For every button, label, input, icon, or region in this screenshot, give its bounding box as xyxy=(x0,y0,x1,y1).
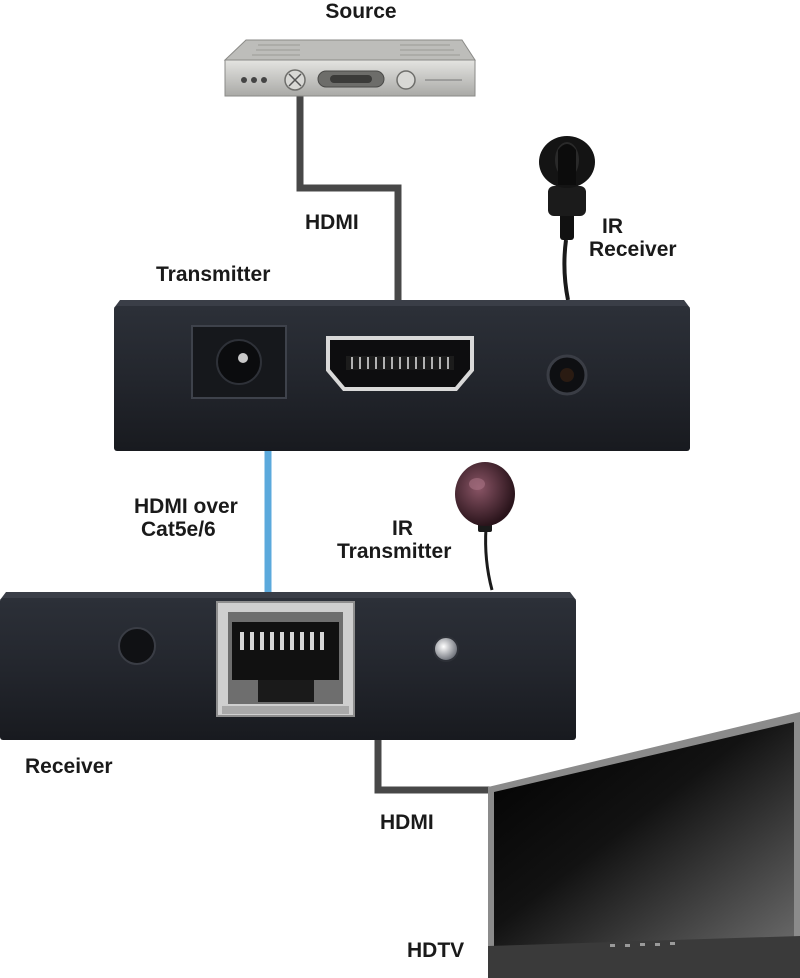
ir-transmitter-label-line2: Transmitter xyxy=(337,540,452,563)
transmitter-device xyxy=(114,300,690,451)
source-label: Source xyxy=(325,0,397,23)
source-device xyxy=(223,39,476,97)
receiver-button xyxy=(118,627,156,665)
hdmi-cable-tv xyxy=(374,740,498,794)
ir-transmitter-bulb xyxy=(455,462,515,532)
hdmi-cable-source xyxy=(296,95,402,300)
receiver-label: Receiver xyxy=(25,755,113,778)
hdmi-source-label: HDMI xyxy=(305,211,359,234)
ir-receiver-cable xyxy=(562,239,570,301)
ir-receiver-label-line2: Receiver xyxy=(589,238,677,261)
hdmi-over-label-line1: HDMI over xyxy=(134,495,238,518)
hdtv-device xyxy=(488,712,800,978)
transmitter-label: Transmitter xyxy=(156,263,271,286)
ir-transmitter-cable xyxy=(484,527,494,591)
ir-receiver-sensor xyxy=(539,136,595,240)
hdmi-tv-label: HDMI xyxy=(380,811,434,834)
hdmi-over-label-line2: Cat5e/6 xyxy=(141,518,216,541)
hdtv-label: HDTV xyxy=(407,939,465,962)
receiver-led xyxy=(433,636,459,662)
ir-receiver-label-line1: IR xyxy=(602,215,623,238)
ir-transmitter-label-line1: IR xyxy=(392,517,413,540)
receiver-device xyxy=(0,592,576,740)
